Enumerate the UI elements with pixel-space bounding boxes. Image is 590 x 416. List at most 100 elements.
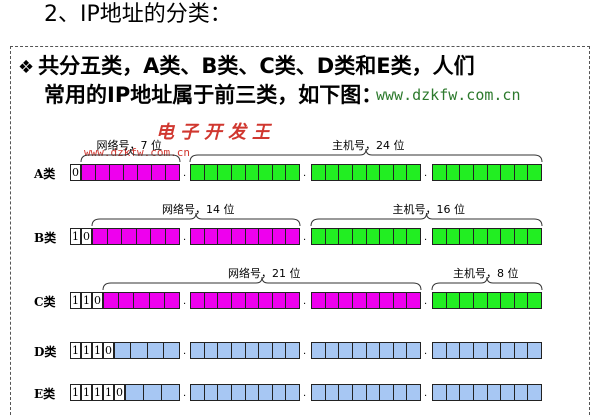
host-label: 主机号，8 位 — [453, 267, 519, 280]
class-bit: 0 — [103, 342, 114, 359]
bit-cell — [204, 228, 219, 245]
class-bit: 1 — [103, 384, 114, 401]
bit-cell — [487, 164, 502, 181]
host-bits — [432, 292, 542, 309]
bit-cell — [366, 342, 381, 359]
bit-cell — [432, 292, 447, 309]
class-bit: 1 — [70, 292, 81, 309]
bit-cell — [259, 292, 273, 309]
bit-cell — [393, 292, 408, 309]
class-bit: 1 — [81, 384, 92, 401]
bit-cell — [218, 342, 232, 359]
bit-cell — [231, 164, 246, 181]
bit-cell — [407, 164, 421, 181]
bit-cell — [151, 228, 166, 245]
bit-cell — [231, 384, 246, 401]
bit-cell — [259, 384, 273, 401]
bit-cell — [124, 164, 138, 181]
class-bit: 1 — [92, 384, 103, 401]
bit-cell — [407, 342, 421, 359]
bit-cell — [432, 228, 447, 245]
byte-separator: . — [424, 168, 428, 179]
bit-cell — [166, 164, 180, 181]
host-bits — [190, 164, 300, 181]
network-bits — [190, 292, 300, 309]
network-bits — [92, 228, 180, 245]
bit-cell — [190, 342, 205, 359]
byte-separator: . — [183, 168, 187, 179]
class-bit: 1 — [70, 342, 81, 359]
section-heading: 2、IP地址的分类： — [44, 2, 232, 27]
bit-cell — [407, 292, 421, 309]
bit-cell — [446, 384, 461, 401]
bit-cell — [311, 384, 326, 401]
bit-cell — [339, 292, 353, 309]
bit-cell — [407, 384, 421, 401]
bit-cell — [144, 384, 162, 401]
intro-line-1: ❖共分五类，A类、B类、C类、D类和E类，人们 — [18, 53, 475, 81]
byte-separator: . — [424, 346, 428, 357]
bit-cell — [339, 228, 353, 245]
host-brace — [431, 276, 543, 291]
bit-cell — [380, 384, 394, 401]
class-bit: 1 — [81, 342, 92, 359]
bit-cell — [380, 228, 394, 245]
bit-cell — [446, 292, 461, 309]
bit-cell — [528, 384, 542, 401]
byte-separator: . — [424, 232, 428, 243]
bit-cell — [96, 164, 110, 181]
bit-cell — [311, 164, 326, 181]
class-bit: 1 — [70, 384, 81, 401]
bit-cell — [231, 292, 246, 309]
network-bits — [81, 164, 180, 181]
bit-cell — [325, 228, 340, 245]
host-label: 主机号，16 位 — [392, 203, 466, 216]
host-brace — [310, 212, 543, 227]
bit-cell — [514, 342, 529, 359]
network-brace — [102, 276, 422, 291]
bit-cell — [380, 164, 394, 181]
byte-separator: . — [183, 232, 187, 243]
bit-cell — [528, 342, 542, 359]
bit-cell — [134, 292, 150, 309]
bit-cell — [311, 342, 326, 359]
bit-cell — [514, 292, 529, 309]
bit-cell — [218, 384, 232, 401]
bit-cell — [460, 342, 474, 359]
bit-cell — [487, 342, 502, 359]
bit-cell — [122, 228, 137, 245]
host-bits — [311, 164, 421, 181]
bit-cell — [272, 342, 287, 359]
bit-cell — [487, 292, 502, 309]
bit-cell — [272, 164, 287, 181]
bit-cell — [446, 164, 461, 181]
bit-cell — [325, 342, 340, 359]
bit-cell — [165, 228, 180, 245]
reserved-bits — [114, 342, 180, 359]
bit-cell — [125, 384, 144, 401]
bit-cell — [514, 228, 529, 245]
bit-cell — [119, 292, 135, 309]
bit-cell — [380, 292, 394, 309]
watermark-url: www.dzkfw.com.cn — [376, 86, 521, 104]
bit-cell — [286, 384, 300, 401]
bit-cell — [245, 228, 260, 245]
bit-cell — [147, 342, 164, 359]
bit-cell — [163, 342, 180, 359]
bit-cell — [114, 342, 132, 359]
byte-separator: . — [424, 296, 428, 307]
bit-cell — [473, 164, 488, 181]
network-bits — [190, 228, 300, 245]
bit-cell — [110, 164, 124, 181]
bit-cell — [366, 292, 381, 309]
bit-cell — [432, 164, 447, 181]
bit-cell — [460, 164, 474, 181]
bit-cell — [136, 228, 151, 245]
bit-cell — [149, 292, 165, 309]
bit-cell — [393, 164, 408, 181]
bit-cell — [514, 164, 529, 181]
intro-text-1: 共分五类，A类、B类、C类、D类和E类，人们 — [38, 54, 475, 78]
host-brace — [189, 148, 543, 163]
bit-cell — [218, 228, 232, 245]
